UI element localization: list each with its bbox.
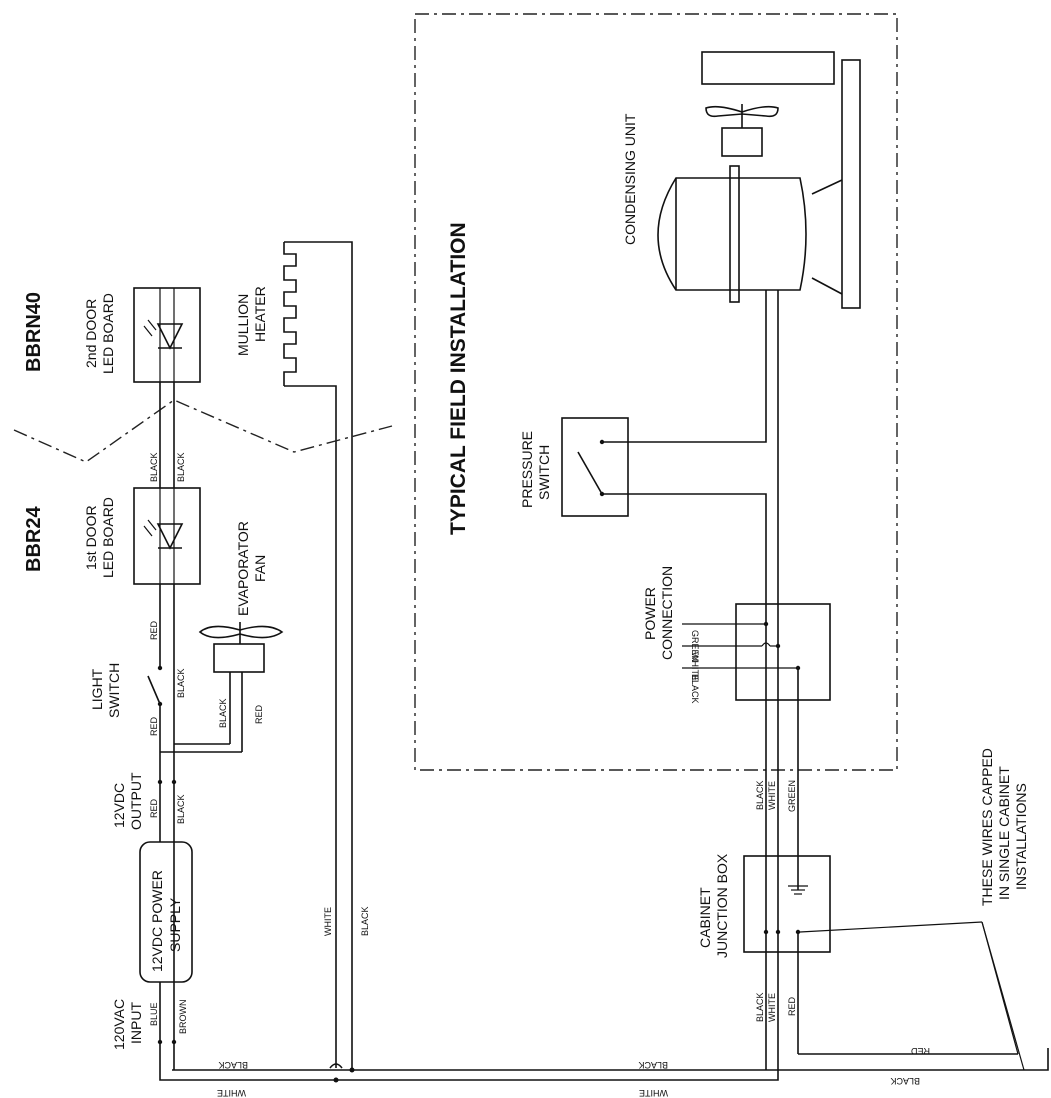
light-switch-label-2: SWITCH [106,663,122,718]
field-installation-title: TYPICAL FIELD INSTALLATION [447,222,470,535]
svg-text:GREEN: GREEN [690,630,700,662]
svg-text:BROWN: BROWN [178,1000,188,1035]
light-switch-label-1: LIGHT [89,668,105,710]
svg-text:BLACK: BLACK [755,992,765,1022]
evap-fan-label-1: EVAPORATOR [235,521,251,616]
field-installation-frame [414,13,898,771]
door2-led-label-1: 2nd DOOR [83,299,99,368]
svg-text:BLACK: BLACK [176,668,186,698]
output-label-1: 12VDC [111,783,127,828]
door1-led-label-1: 1st DOOR [83,505,99,570]
power-connection: GREEN WHITE BLACK POWER CONNECTION [642,566,831,890]
svg-text:BLACK: BLACK [149,452,159,482]
svg-text:GREEN: GREEN [787,780,797,812]
svg-text:RED: RED [910,1046,930,1056]
capped-note-3: INSTALLATIONS [1013,783,1029,890]
condensing-unit-label: CONDENSING UNIT [622,113,638,245]
svg-text:RED: RED [254,704,264,724]
mullion-heater-label-2: HEATER [252,286,268,342]
door2-led-board: 2nd DOOR LED BOARD [83,287,201,383]
svg-text:WHITE: WHITE [217,1088,246,1098]
svg-text:BLACK: BLACK [176,452,186,482]
svg-text:BLACK: BLACK [638,1060,668,1070]
svg-text:RED: RED [787,996,797,1016]
svg-text:WHITE: WHITE [639,1088,668,1098]
capped-note-1: THESE WIRES CAPPED [979,748,995,906]
junction-box-label-1: CABINET [697,887,713,948]
model-bbrn40: BBRN40 [23,292,45,372]
evaporator-fan: BLACK RED EVAPORATOR FAN [160,521,284,753]
pressure-switch: PRESSURE SWITCH [519,417,767,1070]
door1-led-board: 1st DOOR LED BOARD [83,487,201,585]
svg-text:BLUE: BLUE [149,1002,159,1026]
pressure-switch-label-2: SWITCH [536,445,552,500]
model-bbr24: BBR24 [23,506,45,572]
mullion-heater: WHITE BLACK MULLION HEATER [235,241,370,1070]
svg-text:BLACK: BLACK [890,1076,920,1086]
svg-text:RED: RED [149,620,159,640]
pressure-switch-label-1: PRESSURE [519,431,535,508]
svg-text:WHITE: WHITE [767,993,777,1022]
svg-text:BLACK: BLACK [360,906,370,936]
evap-fan-label-2: FAN [252,555,268,582]
input-label-1: 120VAC [111,999,127,1050]
cabinet-junction-box: CABINET JUNCTION BOX [697,853,831,958]
svg-text:WHITE: WHITE [323,907,333,936]
power-supply: 12VDC POWER SUPPLY [139,841,193,983]
svg-text:BLACK: BLACK [218,698,228,728]
power-connection-label-2: CONNECTION [659,566,675,660]
svg-text:WHITE: WHITE [767,781,777,810]
junction-box-label-2: JUNCTION BOX [714,853,730,958]
svg-text:BLACK: BLACK [755,780,765,810]
svg-text:RED: RED [149,716,159,736]
input-label-2: INPUT [128,1002,144,1044]
svg-text:RED: RED [149,798,159,818]
mullion-heater-label-1: MULLION [235,294,251,356]
condensing-unit: CONDENSING UNIT [622,51,861,309]
svg-text:BLACK: BLACK [176,794,186,824]
light-switch: LIGHT SWITCH [89,663,163,718]
door2-led-label-2: LED BOARD [100,293,116,374]
psu-label-2: SUPPLY [167,897,183,952]
svg-text:WHITE: WHITE [690,652,700,681]
capped-note-2: IN SINGLE CABINET [996,766,1012,900]
psu-label-1: 12VDC POWER [149,870,165,972]
door1-led-label-2: LED BOARD [100,497,116,578]
svg-text:BLACK: BLACK [690,674,700,704]
svg-text:BLACK: BLACK [218,1060,248,1070]
output-label-2: OUTPUT [128,772,144,830]
power-connection-label-1: POWER [642,587,658,640]
